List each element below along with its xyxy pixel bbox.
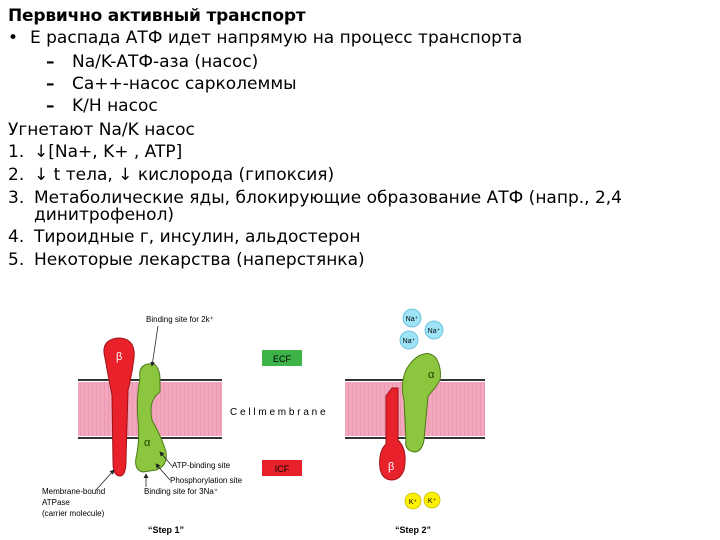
list-item: 5. Некоторые лекарства (наперстянка) (8, 250, 365, 270)
svg-text:Na⁺: Na⁺ (403, 338, 416, 345)
arrow-icon (159, 451, 173, 467)
list-number: 1. (8, 142, 25, 162)
na-ion: Na⁺ (402, 308, 422, 328)
sub-item: –Ca++-насос сарколеммы (46, 74, 297, 94)
binding-site-k-label: Binding site for 2k⁺ (146, 315, 214, 324)
sub-item: –Na/K-АТФ-аза (насос) (46, 52, 258, 72)
slide-title: Первично активный транспорт (8, 6, 306, 26)
alpha-subunit-step1: α (135, 363, 167, 473)
beta-subunit-step1: β (103, 337, 135, 477)
binding-site-na-label: Binding site for 3Na⁺ (144, 487, 218, 496)
icf-label: ICF (275, 464, 290, 474)
na-ion: Na⁺ (424, 320, 444, 340)
dash-icon: – (46, 96, 55, 116)
beta-subunit-step2: β (379, 387, 406, 481)
list-text: ↓ t тела, ↓ кислорода (гипоксия) (34, 165, 335, 185)
na-ion: Na⁺ (399, 330, 419, 350)
beta-label: β (388, 461, 394, 473)
list-text: Некоторые лекарства (наперстянка) (34, 250, 365, 270)
arrow-icon (95, 469, 115, 491)
atpase-label: ATPase (42, 498, 70, 507)
k-ion: K⁺ (404, 492, 422, 510)
svg-text:Na⁺: Na⁺ (406, 316, 419, 323)
step1-label: “Step 1” (148, 525, 184, 535)
list-number: 2. (8, 165, 25, 185)
bullet-text: Е распада АТФ идет напрямую на процесс т… (30, 28, 523, 48)
atp-binding-site-label: ATP-binding site (172, 461, 231, 470)
dash-icon: – (46, 52, 55, 72)
arrow-icon (150, 325, 159, 367)
phosphorylation-site-label: Phosphorylation site (170, 476, 243, 485)
dash-icon: – (46, 74, 55, 94)
sub-item: –K/H насос (46, 96, 158, 116)
list-item: 4. Тироидные г, инсулин, альдостерон (8, 227, 360, 247)
step2-label: “Step 2” (395, 525, 431, 535)
list-number: 4. (8, 227, 25, 247)
sub-item-text: K/H насос (72, 96, 158, 116)
icf-box (262, 460, 302, 476)
carrier-molecule-label: (carrier molecule) (42, 509, 105, 518)
list-item: 3. Метаболические яды, блокирующие образо… (8, 188, 623, 225)
arrow-icon (155, 463, 171, 481)
list-text-continued: динитрофенол) (34, 205, 175, 225)
sub-item-text: Ca++-насос сарколеммы (72, 74, 297, 94)
inhibitors-header: Угнетают Na/K насос (8, 120, 195, 140)
k-ion: K⁺ (423, 491, 441, 509)
alpha-label: α (144, 437, 151, 449)
svg-text:K⁺: K⁺ (409, 499, 418, 506)
cell-membrane-label: C e l l m e m b r a n e (230, 407, 326, 418)
list-text: Тироидные г, инсулин, альдостерон (34, 227, 361, 247)
svg-text:Na⁺: Na⁺ (428, 328, 441, 335)
ecf-label: ECF (273, 354, 292, 364)
membrane-bound-label: Membrane-bound (42, 487, 105, 496)
list-number: 3. (8, 188, 25, 208)
svg-text:K⁺: K⁺ (428, 498, 437, 505)
ecf-box (262, 350, 302, 366)
alpha-label: α (428, 369, 435, 381)
list-item: 2. ↓ t тела, ↓ кислорода (гипоксия) (8, 165, 334, 185)
list-number: 5. (8, 250, 25, 270)
bullet-item: • Е распада АТФ идет напрямую на процесс … (8, 28, 522, 48)
sub-item-text: Na/K-АТФ-аза (насос) (72, 52, 259, 72)
alpha-subunit-step2: α (401, 353, 441, 453)
bullet-dot-icon: • (8, 28, 19, 48)
list-item: 1. ↓[Na+, K+ , ATP] (8, 142, 182, 162)
list-text: ↓[Na+, K+ , ATP] (34, 142, 183, 162)
list-text: Метаболические яды, блокирующие образова… (34, 188, 623, 208)
beta-label: β (116, 351, 122, 363)
